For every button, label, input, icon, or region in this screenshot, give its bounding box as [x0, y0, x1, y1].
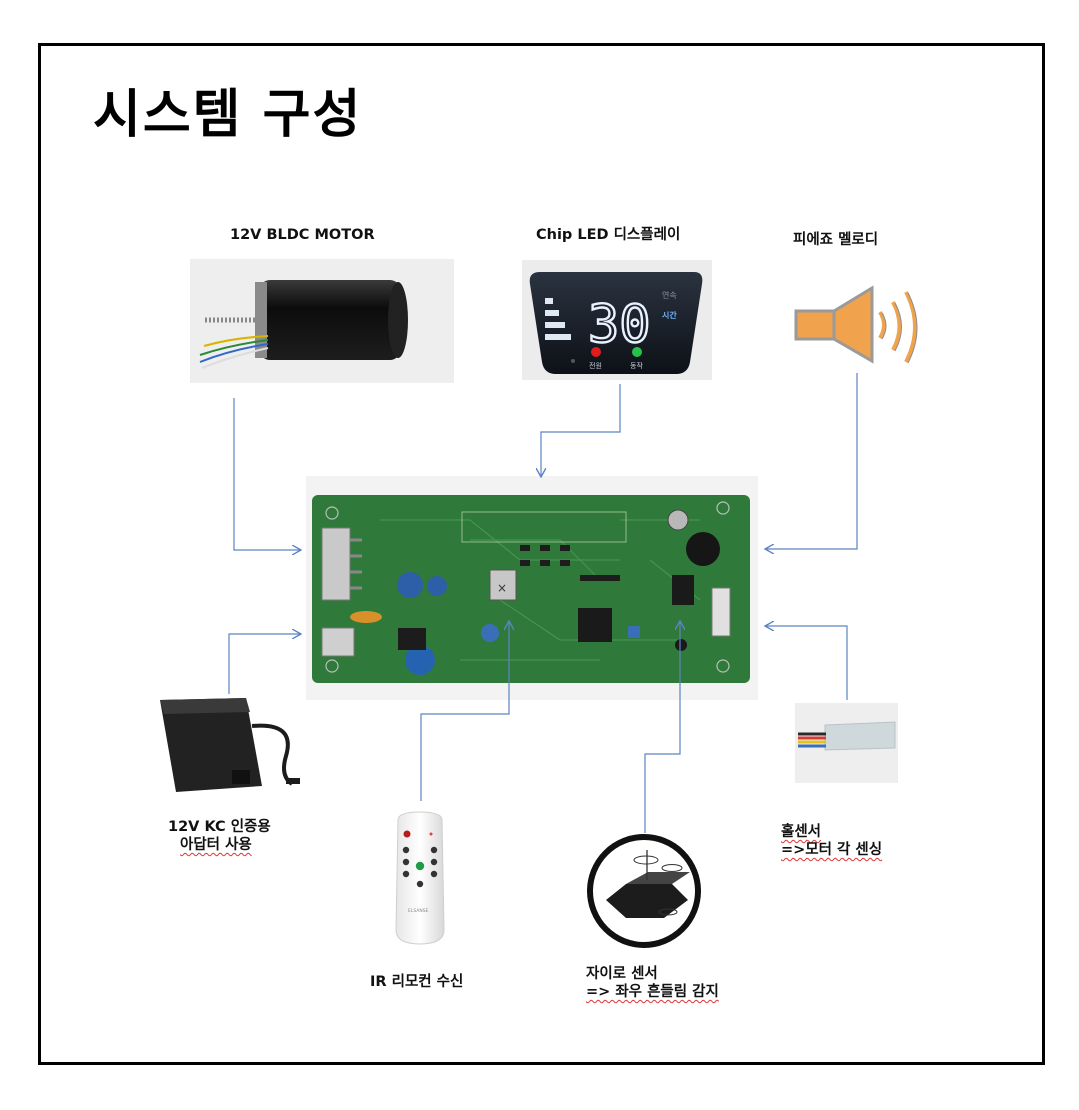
gyro-label-2-wrap: => 좌우 흔들림 감지: [586, 983, 719, 1001]
display-label: Chip LED 디스플레이: [536, 227, 681, 243]
ir-remote-image: ELSANSE: [395, 811, 445, 945]
run-caption: 동작: [630, 361, 643, 370]
adapter-label-1: 12V KC 인증용: [168, 819, 271, 835]
motor-label: 12V BLDC MOTOR: [230, 227, 375, 243]
remote-brand: ELSANSE: [408, 908, 429, 914]
hall-sensor-image: [795, 703, 898, 783]
connector-arrows: [228, 373, 858, 833]
gyro-label-1: 자이로 센서: [586, 966, 658, 982]
arrow-display-to-pcb: [541, 384, 621, 476]
display-mode-continuous: 연속: [662, 291, 677, 300]
arrow-buzzer-to-pcb: [766, 373, 858, 549]
arrow-motor-to-pcb: [233, 398, 300, 550]
power-adapter-image: [160, 698, 300, 792]
chip-led-display-image: 30 연속 시간 전원 동작: [522, 260, 712, 380]
hall-label-2: =>모터 각 센싱: [781, 842, 883, 858]
arrow-adapter-to-pcb: [228, 634, 300, 694]
adapter-label-2: 아답터 사용: [180, 837, 252, 853]
piezo-speaker-icon: [794, 285, 918, 364]
gyro-label-2: => 좌우 흔들림 감지: [586, 984, 719, 1000]
arrow-hall-to-pcb: [766, 626, 848, 700]
page-title: 시스템 구성: [93, 85, 363, 145]
buzzer-label: 피에죠 멜로디: [793, 232, 879, 248]
gyro-sensor-icon: [587, 834, 701, 948]
hall-label-1-wrap: 홀센서: [781, 823, 821, 841]
diagram-frame: [38, 43, 1045, 1065]
svg-text:×: ×: [497, 581, 507, 595]
arrow-remote-to-pcb: [420, 622, 509, 801]
display-mode-time: 시간: [662, 310, 677, 320]
adapter-label-2-wrap: 아답터 사용: [180, 836, 252, 854]
power-caption: 전원: [589, 361, 602, 370]
bldc-motor-image: [190, 259, 454, 383]
controller-pcb-image: ×: [306, 476, 758, 700]
remote-label: IR 리모컨 수신: [370, 974, 464, 990]
hall-label-1: 홀센서: [781, 824, 822, 840]
power-led: [591, 347, 601, 357]
run-led: [632, 347, 642, 357]
hall-label-2-wrap: =>모터 각 센싱: [781, 841, 882, 859]
display-digits: 30: [588, 295, 651, 355]
arrow-gyro-to-pcb: [644, 622, 680, 833]
